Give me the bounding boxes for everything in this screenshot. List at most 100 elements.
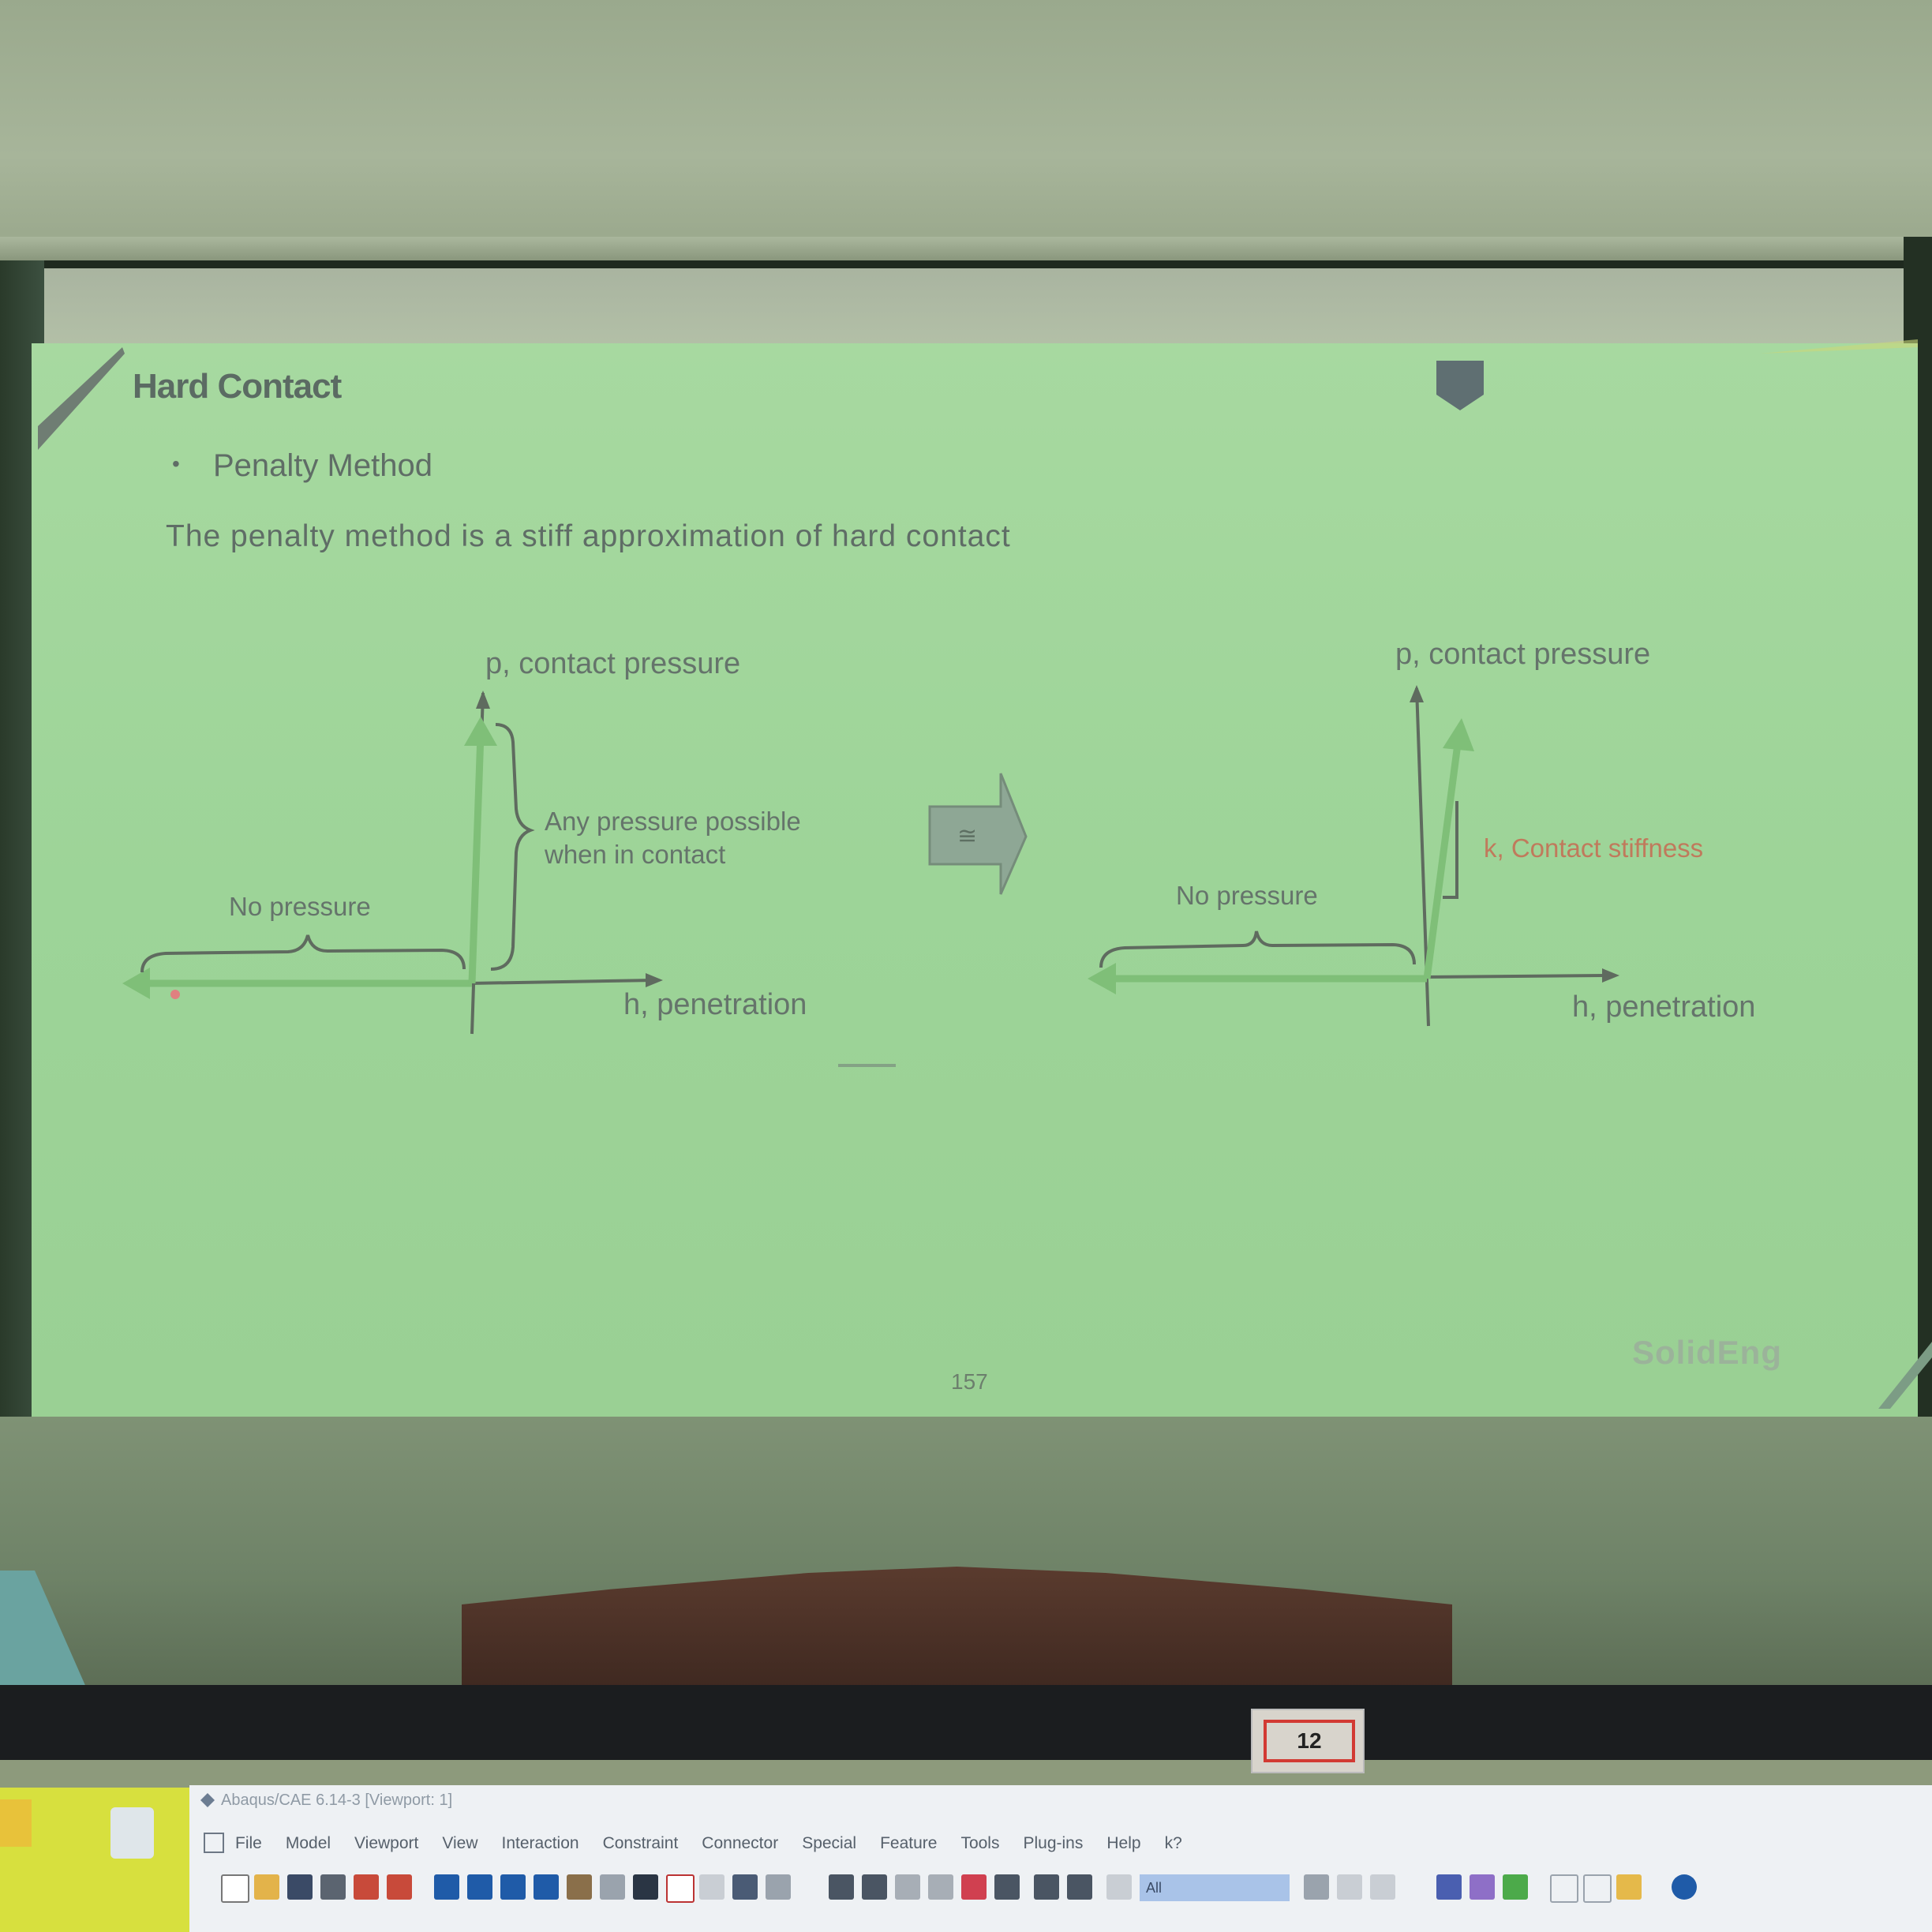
left-curve-arrow-left — [122, 968, 150, 999]
left-curve-arrow-up — [464, 717, 497, 746]
drag-shape-icon[interactable] — [1370, 1874, 1395, 1900]
right-x-axis-label: h, penetration — [1572, 990, 1756, 1024]
left-diagram — [122, 691, 663, 1035]
render-icon[interactable] — [1503, 1874, 1528, 1900]
export-icon[interactable] — [387, 1874, 412, 1900]
left-contact-label-line2: when in contact — [545, 840, 726, 869]
box-zoom-icon[interactable] — [928, 1874, 953, 1900]
right-curve-arrow-up — [1443, 718, 1474, 751]
stiffness-slope-marker — [1443, 801, 1458, 899]
page-number: 157 — [951, 1369, 988, 1394]
query-icon[interactable] — [600, 1874, 625, 1900]
corner-accent-bottom-right — [1878, 1342, 1932, 1409]
approx-equal-symbol: ≅ — [957, 823, 978, 849]
left-no-pressure-label: No pressure — [229, 892, 371, 921]
selection-option-icon[interactable] — [1304, 1874, 1329, 1900]
window-menu-icon[interactable] — [204, 1833, 224, 1853]
right-diagram — [1088, 685, 1619, 1027]
menu-model[interactable]: Model — [285, 1834, 331, 1852]
tile-horizontal-icon[interactable] — [500, 1874, 526, 1900]
text-tool-icon[interactable] — [666, 1874, 695, 1903]
app-title: Abaqus/CAE 6.14-3 [Viewport: 1] — [221, 1792, 453, 1809]
slide-subtitle: The penalty method is a stiff approximat… — [166, 519, 1011, 553]
open-folder-icon[interactable] — [254, 1874, 279, 1900]
left-y-axis-arrow — [476, 691, 490, 709]
menu-help[interactable]: Help — [1106, 1834, 1141, 1852]
viewport-icon[interactable] — [434, 1874, 459, 1900]
print-icon[interactable] — [320, 1874, 346, 1900]
sticker-label: 12 — [1251, 1709, 1365, 1773]
line-tool-icon[interactable] — [633, 1874, 658, 1900]
cycle-views-icon[interactable] — [994, 1874, 1020, 1900]
left-no-pressure-brace — [140, 934, 466, 973]
right-stiff-curve — [1423, 737, 1462, 979]
menu-interaction[interactable]: Interaction — [501, 1834, 579, 1852]
distribute-icon[interactable] — [1067, 1874, 1092, 1900]
recycle-bin-icon[interactable] — [110, 1807, 154, 1859]
wireframe-icon[interactable] — [1550, 1874, 1578, 1903]
info-icon[interactable] — [1672, 1874, 1697, 1900]
projected-slide — [32, 343, 1918, 1421]
table-icon[interactable] — [732, 1874, 758, 1900]
cascade-icon[interactable] — [467, 1874, 492, 1900]
list-icon[interactable] — [766, 1874, 791, 1900]
auto-fit-icon[interactable] — [961, 1874, 987, 1900]
left-x-axis-label: h, penetration — [623, 988, 807, 1021]
equivalence-arrow-icon — [928, 773, 1028, 895]
selection-mode-icon[interactable] — [1337, 1874, 1362, 1900]
menu-bar: File Model Viewport View Interaction Con… — [235, 1834, 1182, 1853]
zoom-icon[interactable] — [895, 1874, 920, 1900]
hidden-line-icon[interactable] — [1583, 1874, 1612, 1903]
menu-feature[interactable]: Feature — [880, 1834, 938, 1852]
solideng-logo: SolidEng — [1632, 1334, 1782, 1371]
left-x-axis — [469, 979, 656, 985]
left-contact-brace — [490, 723, 535, 971]
laser-dot — [170, 990, 180, 999]
menu-connector[interactable]: Connector — [702, 1834, 779, 1852]
right-x-axis — [1424, 974, 1611, 979]
select-icon[interactable] — [1106, 1874, 1132, 1900]
menu-tools[interactable]: Tools — [960, 1834, 1000, 1852]
menu-viewport[interactable]: Viewport — [354, 1834, 419, 1852]
left-contact-label-line1: Any pressure possible — [545, 807, 801, 836]
slide-title: Hard Contact — [133, 367, 342, 406]
monitor-bezel — [0, 1685, 1932, 1760]
folder-icon[interactable] — [0, 1799, 32, 1847]
right-x-axis-arrow — [1602, 968, 1619, 983]
stiffness-label: k, Contact stiffness — [1484, 833, 1704, 863]
right-curve-arrow-left — [1088, 963, 1116, 994]
menu-file[interactable]: File — [235, 1834, 262, 1852]
abaqus-window: Abaqus/CAE 6.14-3 [Viewport: 1] File Mod… — [189, 1785, 1932, 1932]
save-icon[interactable] — [287, 1874, 313, 1900]
corner-accent-top-left — [38, 347, 125, 450]
toolbar: All — [205, 1868, 1926, 1908]
new-file-icon[interactable] — [221, 1874, 249, 1903]
left-x-axis-arrow — [646, 973, 663, 987]
bullet-penalty-method: Penalty Method — [213, 448, 432, 483]
solid-shaded-icon[interactable] — [1616, 1874, 1642, 1900]
bullet-marker: • — [172, 451, 180, 476]
left-contact-curve — [468, 733, 485, 984]
ceiling — [0, 0, 1932, 260]
iso-view-icon[interactable] — [1436, 1874, 1462, 1900]
right-y-axis-arrow — [1410, 685, 1424, 702]
left-y-axis-label: p, contact pressure — [485, 647, 741, 680]
menu-plugins[interactable]: Plug-ins — [1023, 1834, 1084, 1852]
shaded-view-icon[interactable] — [1470, 1874, 1495, 1900]
tile-vertical-icon[interactable] — [534, 1874, 559, 1900]
desktop-background — [0, 1788, 197, 1932]
camera-icon[interactable] — [567, 1874, 592, 1900]
menu-constraint[interactable]: Constraint — [602, 1834, 679, 1852]
menu-context-help[interactable]: k? — [1164, 1834, 1182, 1852]
right-no-pressure-brace — [1099, 930, 1416, 968]
selection-filter-dropdown[interactable]: All — [1140, 1874, 1290, 1901]
pan-icon[interactable] — [829, 1874, 854, 1900]
pointer-icon[interactable] — [699, 1874, 724, 1900]
menu-view[interactable]: View — [442, 1834, 478, 1852]
align-icon[interactable] — [1034, 1874, 1059, 1900]
menu-special[interactable]: Special — [802, 1834, 857, 1852]
import-icon[interactable] — [354, 1874, 379, 1900]
rotate-icon[interactable] — [862, 1874, 887, 1900]
app-logo-icon — [200, 1793, 215, 1807]
